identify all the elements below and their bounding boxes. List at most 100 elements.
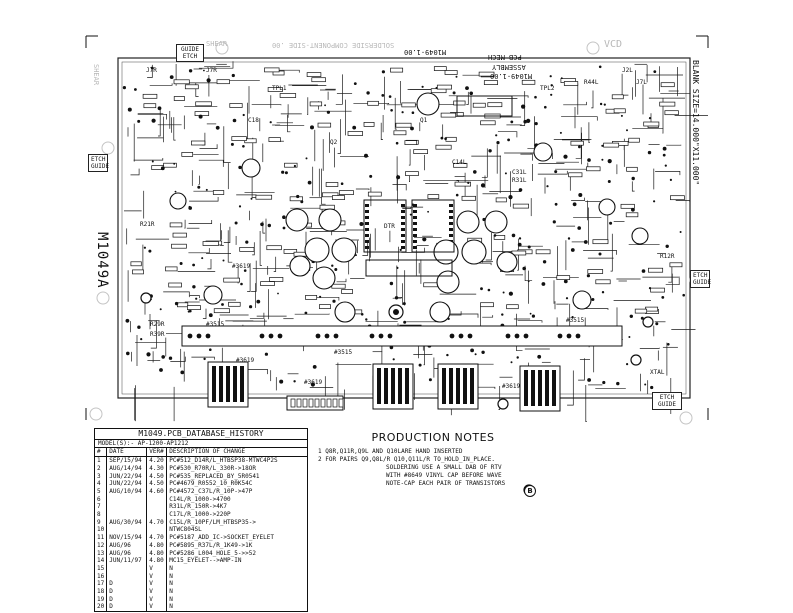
- history-cell: 14: [95, 557, 108, 565]
- history-cell: AUG/30/94: [106, 518, 148, 527]
- history-cell: [146, 511, 168, 519]
- history-cell: 1: [95, 456, 108, 465]
- history-cell: V: [146, 580, 168, 589]
- ref-label: R29R: [150, 321, 165, 328]
- history-cell: PC#535_REPLACED_BY_5R0541: [169, 472, 260, 480]
- ref-label: J7R: [146, 67, 157, 74]
- ref-label: R39R: [150, 331, 165, 338]
- etch-guide-bottom-right: ETCH GUIDE: [652, 392, 682, 410]
- history-cell: 4.60: [146, 487, 168, 496]
- ref-label: TPL1: [272, 85, 287, 92]
- history-cell: 20: [95, 603, 108, 612]
- history-cell: PC#530_R70R/L_330R->18OR: [169, 464, 256, 472]
- history-cell: C15L/R_10PF/LM_HTBSP35->: [169, 518, 256, 526]
- history-cell: 18: [95, 588, 108, 596]
- top-mirrored-text: SOLDERSIDE COMPONENT-SIDE .00: [272, 41, 395, 49]
- history-cell: N: [169, 572, 173, 580]
- history-cell: AUG/10/94: [106, 487, 148, 496]
- history-cell: NOV/15/94: [106, 534, 148, 542]
- heatsink-bar: [181, 325, 623, 347]
- ref-label: C14L: [452, 159, 467, 166]
- history-cell: [106, 526, 148, 535]
- history-cell: D: [106, 595, 148, 604]
- history-title: M1049.PCB_DATABASE_HISTORY: [95, 429, 307, 440]
- notes-title: PRODUCTION NOTES: [371, 431, 495, 444]
- history-cell: V: [146, 572, 168, 581]
- assembly-line-2: PCB MECH: [488, 53, 522, 61]
- history-cell: 4: [95, 480, 108, 488]
- history-cell: 17: [95, 580, 108, 589]
- ref-label: R21R: [140, 221, 155, 228]
- history-cell: 16: [95, 572, 108, 581]
- history-cell: D: [106, 588, 148, 596]
- ref-label: C31L: [512, 169, 527, 176]
- history-cell: 6: [95, 495, 108, 504]
- history-cell: JUN/11/97: [106, 557, 148, 565]
- history-cell: N: [169, 603, 173, 611]
- component-pads: [122, 65, 685, 390]
- history-cell: 9: [95, 518, 108, 527]
- history-cell: 4.80: [146, 549, 168, 558]
- pcb-database-history-table: M1049.PCB_DATABASE_HISTORY MODEL(S):- AP…: [94, 428, 308, 613]
- history-cell: PC#512_D14R/L_HTBSP38-MTWC4P2S: [169, 457, 278, 465]
- ref-label: Q2: [330, 139, 338, 146]
- chip-label: #3619: [232, 263, 251, 270]
- ref-label: J7R: [206, 67, 217, 74]
- history-header-row: # DATE VER# DESCRIPTION OF CHANGE: [95, 448, 307, 458]
- part-number: M1049A: [94, 232, 110, 289]
- history-cell: AUG/14/94: [106, 464, 148, 473]
- note-sub-item: NOTE-CAP EACH PAIR OF TRANSISTORS: [386, 480, 506, 487]
- assembly-line-1: ASSEMBLY: [492, 63, 526, 71]
- chip-label: #3515: [334, 349, 353, 356]
- history-cell: 13: [95, 549, 108, 558]
- chip-label: #3619: [502, 383, 521, 390]
- history-cell: PC#5187_ADD_IC->SOCKET_EYELET: [169, 534, 274, 542]
- history-cell: NTWC804SL: [169, 526, 202, 534]
- etch-guide-right: ETCH GUIDE: [690, 270, 711, 288]
- note-sub-item: WITH #8649 VINYL CAP BEFORE WAVE: [386, 472, 502, 479]
- history-cell: [146, 526, 168, 535]
- history-cell: 8: [95, 511, 108, 519]
- history-cell: [146, 503, 168, 512]
- history-cell: 4.70: [146, 518, 168, 527]
- history-cell: 11: [95, 534, 108, 542]
- blank-size-text: BLANK SIZE=14.000"X11.000": [691, 60, 700, 186]
- production-notes: PRODUCTION NOTES 1 Q8R,Q11R,Q9L AND Q10L…: [318, 431, 548, 488]
- history-models: MODEL(S):- AP-1200-AP1212: [95, 440, 307, 449]
- column-header: DESCRIPTION OF CHANGE: [166, 448, 307, 458]
- ref-label: J2L: [622, 67, 633, 74]
- note-sub-item: SOLDERING USE A SMALL DAB OF RTV: [386, 464, 502, 471]
- history-cell: 2: [95, 464, 108, 473]
- history-cell: [106, 572, 148, 581]
- history-cell: JUN/22/94: [106, 480, 148, 488]
- ref-label: Q1: [420, 117, 428, 124]
- history-cell: N: [169, 564, 173, 572]
- history-cell: AUG/96: [106, 541, 148, 550]
- history-cell: [106, 495, 148, 504]
- history-cell: 4.20: [146, 456, 168, 465]
- chip-label: #3515: [206, 321, 225, 328]
- history-cell: JUN/22/94: [106, 472, 148, 481]
- history-cell: 7: [95, 503, 108, 512]
- ref-label: R44L: [584, 79, 599, 86]
- history-cell: [106, 503, 148, 512]
- history-cell: MC15_EYELET-->AMP-IN: [169, 557, 242, 565]
- history-cell: PC#4572_C37L/R_10P->47P: [169, 487, 253, 495]
- ref-label: TPL2: [540, 85, 555, 92]
- history-cell: C17L/R_1000->220P: [169, 511, 231, 519]
- history-cell: PC#4679_R0552_10_R0K54C: [169, 480, 253, 488]
- history-cell: 4.30: [146, 464, 168, 473]
